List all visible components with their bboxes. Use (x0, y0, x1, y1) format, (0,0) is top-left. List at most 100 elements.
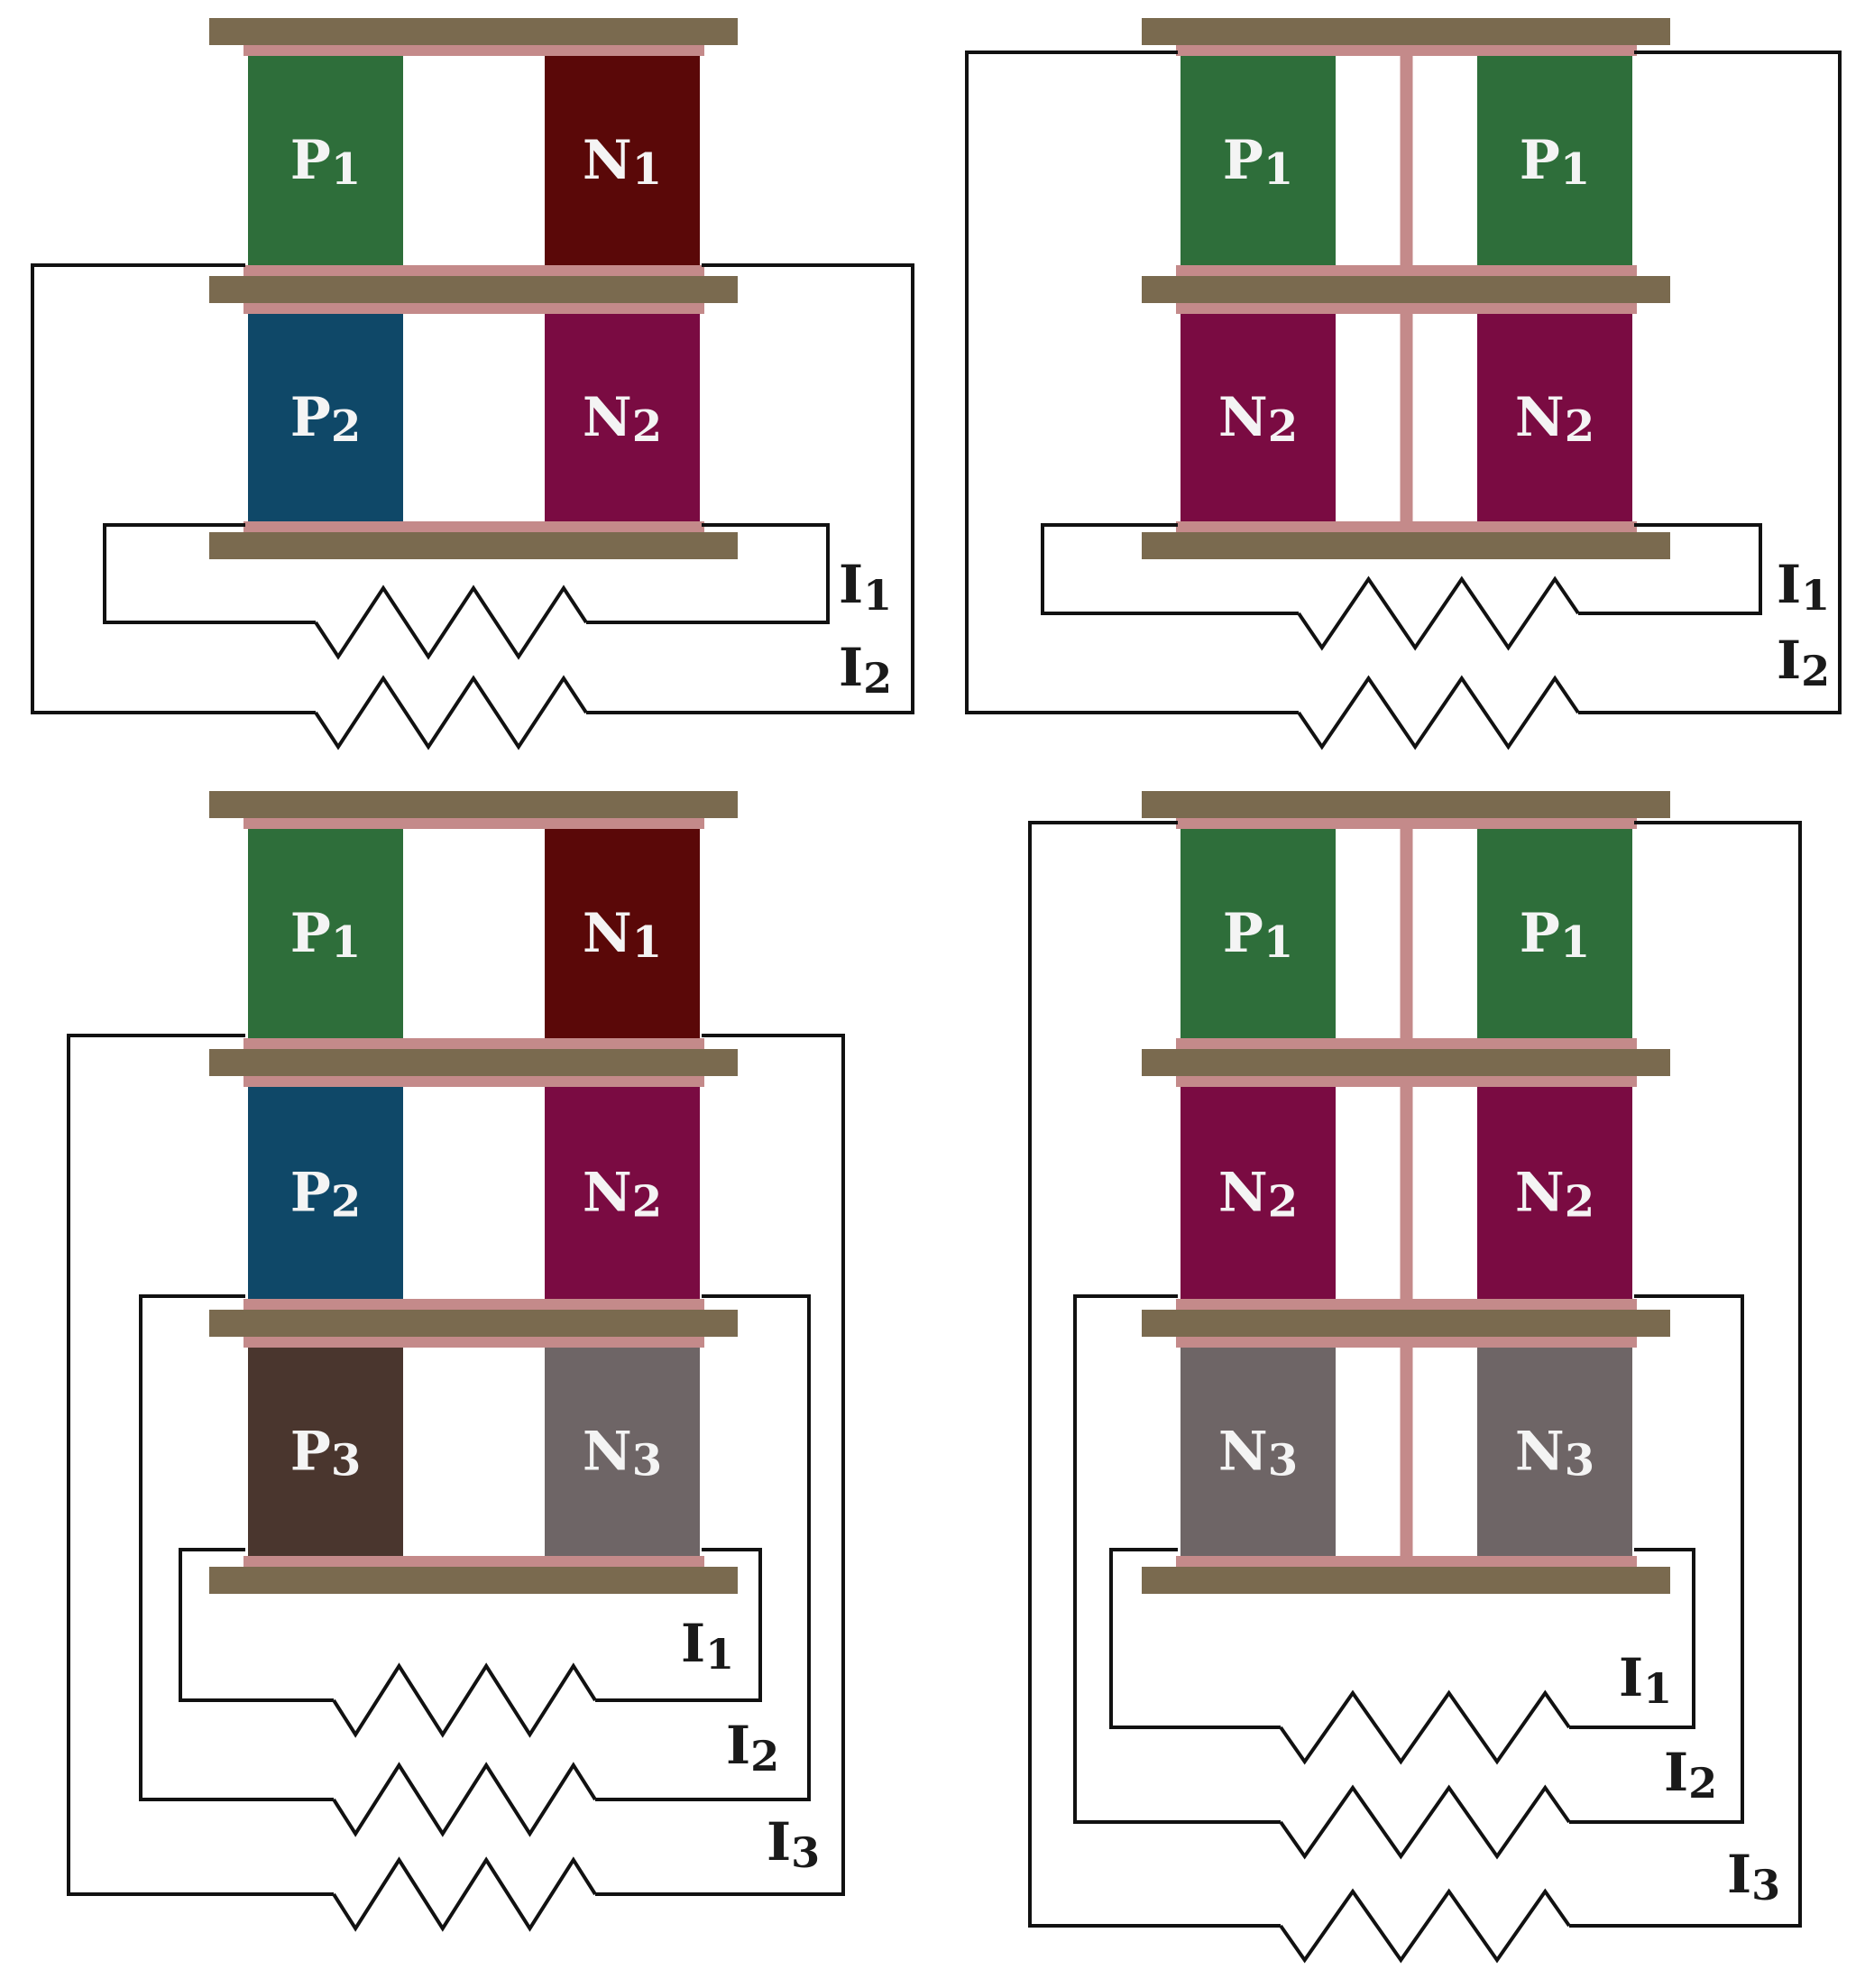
leg-label: P1 (290, 129, 362, 195)
leg-label: P2 (290, 386, 362, 452)
leg-p1 (1477, 56, 1632, 265)
current-label: I2 (839, 637, 892, 703)
leg-subscript: 2 (1268, 1177, 1298, 1228)
ceramic-plate (1142, 276, 1670, 303)
leg-subscript: 2 (632, 401, 662, 452)
leg-p1 (1181, 56, 1336, 265)
leg-label: N2 (1218, 1162, 1298, 1228)
circuit-wire (1109, 1548, 1695, 1729)
leg-label: P1 (290, 902, 362, 968)
leg-p1 (248, 829, 403, 1038)
leg-symbol: N (1218, 1421, 1268, 1484)
leg-symbol: P (290, 1421, 331, 1484)
leg-symbol: P (1520, 129, 1560, 192)
current-symbol: I (1619, 1647, 1643, 1708)
leg-subscript: 3 (1565, 1436, 1594, 1486)
leg-symbol: P (290, 129, 331, 192)
leg-label: N3 (1515, 1421, 1594, 1486)
leg-subscript: 3 (1268, 1436, 1298, 1486)
current-symbol: I (1664, 1742, 1688, 1803)
leg-symbol: N (1218, 1162, 1268, 1225)
leg-n3 (1181, 1348, 1336, 1556)
current-subscript: 3 (1751, 1861, 1780, 1910)
current-label: I3 (1727, 1844, 1780, 1910)
current-label: I3 (767, 1811, 820, 1877)
leg-subscript: 3 (331, 1436, 361, 1486)
load-resistor (1297, 575, 1580, 651)
circuit-wire (139, 1294, 811, 1801)
connector-strip (243, 1038, 704, 1049)
current-label: I2 (726, 1715, 779, 1781)
current-label: I1 (681, 1613, 734, 1679)
current-label: I1 (1777, 554, 1830, 620)
load-resistor (314, 675, 588, 750)
bridge-strip (1400, 1337, 1413, 1567)
current-subscript: 1 (705, 1630, 734, 1679)
leg-subscript: 1 (632, 144, 662, 195)
current-symbol: I (1777, 630, 1801, 691)
bridge-strip (1400, 1076, 1413, 1310)
circuit-wire (965, 51, 1842, 714)
leg-symbol: P (1223, 129, 1263, 192)
leg-n1 (545, 56, 700, 265)
current-symbol: I (1727, 1844, 1751, 1905)
leg-n3 (545, 1348, 700, 1556)
leg-n2 (1477, 314, 1632, 521)
connector-strip (243, 521, 704, 532)
connector-strip (243, 265, 704, 276)
leg-label: N2 (1218, 386, 1298, 452)
leg-n2 (545, 314, 700, 521)
leg-symbol: P (1223, 902, 1263, 965)
leg-subscript: 1 (1263, 144, 1293, 195)
ceramic-plate (1142, 791, 1670, 818)
load-resistor (1297, 675, 1580, 750)
ceramic-plate (209, 791, 738, 818)
current-symbol: I (681, 1613, 705, 1674)
circuit-wire (1073, 1294, 1744, 1824)
connector-strip (243, 1556, 704, 1567)
current-subscript: 2 (1801, 647, 1830, 695)
leg-symbol: P (290, 902, 331, 965)
leg-n1 (545, 829, 700, 1038)
leg-label: P1 (1223, 129, 1294, 195)
leg-symbol: N (583, 129, 632, 192)
leg-n2 (545, 1087, 700, 1299)
leg-subscript: 1 (1560, 917, 1590, 968)
connector-strip (243, 45, 704, 56)
ceramic-plate (209, 1049, 738, 1076)
circuit-wire (179, 1548, 762, 1702)
leg-n2 (1181, 1087, 1336, 1299)
leg-p1 (248, 56, 403, 265)
leg-symbol: N (583, 386, 632, 449)
leg-symbol: N (583, 1421, 632, 1484)
leg-label: N1 (583, 902, 662, 968)
leg-label: P1 (1520, 902, 1591, 968)
leg-label: N2 (583, 1162, 662, 1228)
current-subscript: 1 (1801, 571, 1830, 620)
connector-strip (243, 1299, 704, 1310)
leg-subscript: 3 (632, 1436, 662, 1486)
ceramic-plate (1142, 18, 1670, 45)
ceramic-plate (209, 1567, 738, 1594)
ceramic-plate (1142, 1310, 1670, 1337)
leg-p1 (1477, 829, 1632, 1038)
current-subscript: 2 (1688, 1759, 1717, 1808)
leg-subscript: 1 (331, 144, 361, 195)
connector-strip (243, 303, 704, 314)
current-label: I2 (1777, 630, 1830, 695)
bridge-strip (1400, 303, 1413, 532)
current-symbol: I (767, 1811, 791, 1873)
current-label: I1 (839, 554, 892, 620)
circuit-wire (31, 263, 914, 714)
current-subscript: 1 (1643, 1664, 1672, 1713)
leg-symbol: P (290, 386, 331, 449)
leg-label: N3 (1218, 1421, 1298, 1486)
leg-label: N2 (1515, 386, 1594, 452)
circuit-wire (67, 1034, 845, 1896)
leg-subscript: 1 (1560, 144, 1590, 195)
